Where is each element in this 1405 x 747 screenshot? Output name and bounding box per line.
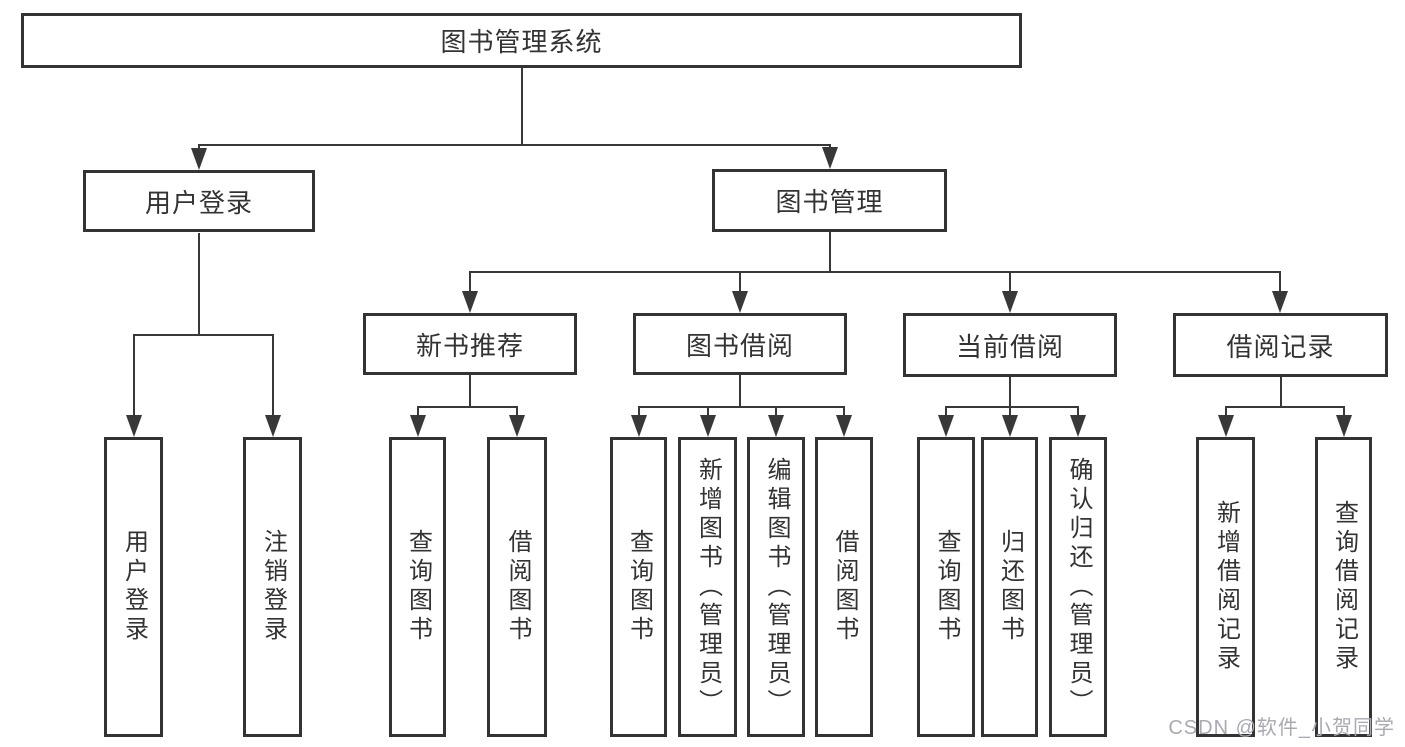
arrowhead-icon bbox=[1002, 291, 1018, 313]
connector-shaft-1-0 bbox=[469, 272, 471, 293]
connector-stem-5 bbox=[1009, 377, 1011, 407]
connector-stem-2 bbox=[198, 233, 200, 335]
connector-shaft-4-2 bbox=[775, 407, 777, 417]
arrowhead-icon bbox=[1070, 415, 1086, 437]
leaf-confirm-return: 确认归还（管理员） bbox=[1049, 437, 1107, 737]
connector-rail-2 bbox=[132, 334, 274, 336]
node-user-login: 用户登录 bbox=[83, 170, 315, 232]
connector-shaft-4-1 bbox=[706, 407, 709, 417]
leaf-add-borrow-record: 新增借阅记录 bbox=[1196, 437, 1255, 737]
watermark-text: CSDN @软件_小贺同学 bbox=[1168, 717, 1395, 739]
arrowhead-icon bbox=[1001, 415, 1018, 437]
connector-stem-0 bbox=[520, 68, 523, 145]
arrowhead-icon bbox=[1217, 415, 1234, 437]
connector-shaft-2-0 bbox=[132, 335, 135, 417]
node-current-borrow: 当前借阅 bbox=[903, 313, 1117, 377]
leaf-borrow-book-2: 借阅图书 bbox=[815, 437, 873, 737]
arrowhead-icon bbox=[264, 415, 281, 437]
connector-shaft-2-1 bbox=[271, 335, 274, 417]
node-borrow-records: 借阅记录 bbox=[1173, 313, 1388, 377]
connector-shaft-1-2 bbox=[1009, 272, 1011, 293]
leaf-query-book-2: 查询图书 bbox=[610, 437, 667, 737]
node-book-borrow: 图书借阅 bbox=[633, 313, 847, 375]
leaf-query-borrow-record: 查询借阅记录 bbox=[1315, 437, 1372, 737]
connector-stem-4 bbox=[739, 375, 741, 407]
connector-rail-4 bbox=[637, 406, 845, 408]
arrowhead-icon bbox=[1272, 291, 1288, 313]
leaf-borrow-book-1: 借阅图书 bbox=[487, 437, 547, 737]
connector-rail-3 bbox=[416, 406, 518, 408]
connector-shaft-6-0 bbox=[1224, 407, 1227, 417]
connector-rail-5 bbox=[945, 406, 1079, 408]
arrowhead-icon bbox=[462, 291, 478, 313]
connector-stem-1 bbox=[828, 232, 831, 272]
connector-shaft-3-0 bbox=[416, 407, 419, 417]
arrowhead-icon bbox=[822, 147, 838, 169]
connector-rail-0 bbox=[198, 144, 831, 146]
connector-shaft-1-1 bbox=[739, 272, 741, 293]
arrowhead-icon bbox=[732, 291, 748, 313]
connector-rail-1 bbox=[469, 271, 1281, 273]
connector-shaft-6-1 bbox=[1342, 407, 1345, 417]
arrowhead-icon bbox=[125, 415, 142, 437]
connector-shaft-4-0 bbox=[637, 407, 640, 417]
connector-shaft-0-0 bbox=[198, 145, 200, 150]
connector-stem-3 bbox=[469, 375, 471, 407]
node-root: 图书管理系统 bbox=[21, 13, 1022, 68]
arrowhead-icon bbox=[509, 415, 525, 437]
leaf-query-book-1: 查询图书 bbox=[389, 437, 446, 737]
leaf-edit-book-admin: 编辑图书（管理员） bbox=[747, 437, 805, 737]
node-book-management: 图书管理 bbox=[712, 169, 947, 232]
leaf-logout: 注销登录 bbox=[243, 437, 302, 737]
arrowhead-icon bbox=[836, 415, 852, 437]
arrowhead-icon bbox=[191, 148, 207, 170]
arrowhead-icon bbox=[768, 415, 784, 437]
connector-shaft-4-3 bbox=[843, 407, 845, 417]
connector-stem-6 bbox=[1279, 377, 1282, 407]
arrowhead-icon bbox=[699, 415, 716, 437]
connector-shaft-1-3 bbox=[1279, 272, 1281, 293]
leaf-add-book-admin: 新增图书（管理员） bbox=[678, 437, 737, 737]
leaf-query-book-3: 查询图书 bbox=[917, 437, 975, 737]
connector-shaft-3-1 bbox=[516, 407, 518, 417]
arrowhead-icon bbox=[1335, 415, 1352, 437]
connector-rail-6 bbox=[1224, 406, 1345, 408]
connector-shaft-5-0 bbox=[945, 407, 947, 417]
node-new-book-recommend: 新书推荐 bbox=[363, 313, 577, 375]
leaf-user-login: 用户登录 bbox=[104, 437, 163, 737]
arrowhead-icon bbox=[938, 415, 954, 437]
arrowhead-icon bbox=[409, 415, 426, 437]
leaf-return-book: 归还图书 bbox=[981, 437, 1038, 737]
connector-shaft-5-1 bbox=[1008, 407, 1011, 417]
arrowhead-icon bbox=[630, 415, 647, 437]
connector-shaft-5-2 bbox=[1077, 407, 1079, 417]
